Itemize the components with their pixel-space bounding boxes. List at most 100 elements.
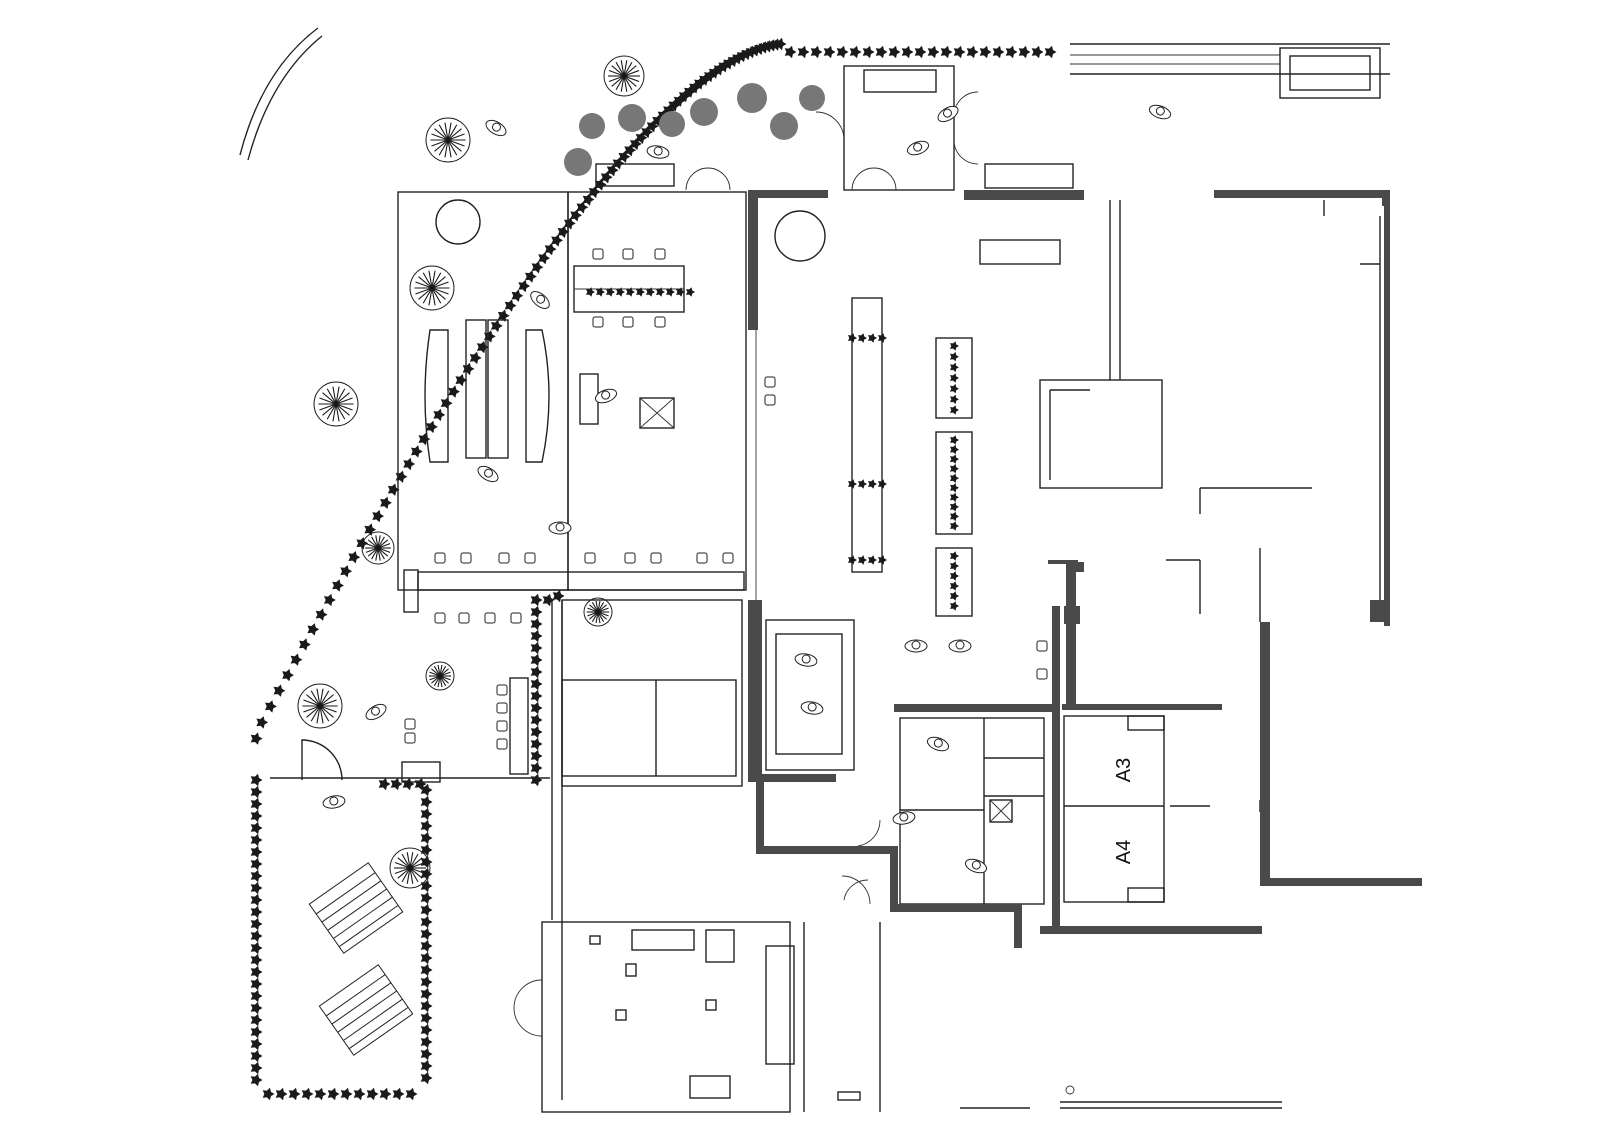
hedge-shrub-icon	[250, 833, 263, 847]
hedge-shrub-icon	[426, 420, 438, 434]
hedge-shrub-icon	[950, 502, 959, 512]
hedge-shrub-icon	[530, 629, 543, 643]
hedge-shrub-icon	[950, 373, 959, 383]
hedge-shrub-icon	[420, 1047, 433, 1061]
sun-loungers	[308, 862, 414, 1056]
hedge-shrub-icon	[616, 287, 625, 297]
hedge-row	[250, 37, 1057, 1101]
hedge-shrub-icon	[950, 394, 959, 405]
people-layer	[322, 104, 1172, 874]
hedge-shrub-icon	[686, 287, 695, 297]
hedge-shrub-icon	[630, 137, 642, 151]
chair-icon	[622, 316, 634, 328]
boulder-icon	[737, 83, 767, 113]
boulder-icon	[770, 112, 798, 140]
tree-icon	[313, 381, 359, 427]
hedge-shrub-icon	[250, 797, 263, 811]
chair-icon	[764, 376, 776, 388]
hedge-shrub-icon	[950, 383, 959, 394]
hedge-shrub-icon	[518, 279, 531, 293]
hedge-shrub-icon	[250, 1037, 263, 1051]
hedge-shrub-icon	[582, 193, 595, 206]
main-hall	[755, 196, 1061, 617]
bottom-room	[513, 875, 1282, 1113]
street-strip	[1070, 43, 1390, 99]
hedge-shrub-icon	[596, 287, 605, 297]
hedge-shrub-icon	[420, 987, 433, 1001]
hedge-shrub-icon	[848, 555, 857, 565]
hedge-shrub-icon	[250, 989, 263, 1003]
hedge-shrub-icon	[1031, 45, 1044, 59]
hedge-shrub-icon	[420, 819, 433, 833]
hedge-shrub-icon	[797, 45, 810, 59]
hedge-shrub-icon	[530, 737, 543, 751]
hedge-shrub-icon	[420, 1011, 433, 1025]
hedge-shrub-icon	[420, 975, 433, 989]
hedge-shrub-icon	[390, 777, 403, 791]
hedge-shrub-icon	[414, 777, 427, 791]
hedge-shrub-icon	[530, 605, 543, 619]
hedge-shrub-icon	[250, 893, 263, 907]
hedge-shrub-icon	[901, 45, 914, 59]
boulder-icon	[579, 113, 605, 139]
hedge-shrub-icon	[676, 287, 685, 297]
hedge-shrub-icon	[626, 287, 635, 297]
hedge-shrub-icon	[387, 483, 400, 496]
hedge-shrub-icon	[411, 445, 423, 458]
hedge-shrub-icon	[525, 270, 537, 283]
hedge-shrub-icon	[530, 677, 543, 691]
hedge-shrub-icon	[420, 903, 433, 917]
hedge-shrub-icon	[570, 209, 582, 222]
chair-icon	[404, 732, 416, 744]
chair-icon	[434, 612, 446, 624]
hedge-shrub-icon	[862, 45, 875, 59]
hedge-shrub-icon	[250, 785, 263, 799]
hedge-shrub-icon	[262, 1087, 275, 1101]
hedge-shrub-icon	[250, 1013, 263, 1027]
hedge-shrub-icon	[950, 591, 959, 601]
chair-icon	[584, 552, 596, 564]
hedge-shrub-icon	[810, 45, 823, 59]
hedge-shrub-icon	[366, 1087, 379, 1101]
hedge-shrub-icon	[992, 45, 1005, 59]
hedge-shrub-icon	[950, 473, 959, 483]
hedge-shrub-icon	[476, 340, 489, 354]
hedge-shrub-icon	[848, 333, 857, 343]
hedge-shrub-icon	[531, 261, 544, 274]
hedge-shrub-icon	[250, 1025, 263, 1039]
person-icon	[904, 639, 928, 653]
chair-icon	[496, 738, 508, 750]
hedge-shrub-icon	[420, 867, 433, 881]
planter-layer	[586, 287, 959, 611]
hedge-shrub-icon	[420, 879, 433, 893]
tree-icon	[389, 847, 431, 889]
hedge-shrub-icon	[250, 857, 263, 871]
hedge-shrub-icon	[878, 333, 887, 343]
hedge-shrub-icon	[858, 333, 867, 343]
hedge-shrub-icon	[420, 1035, 433, 1049]
hedge-shrub-icon	[392, 1087, 405, 1101]
person-icon	[594, 388, 618, 404]
person-icon	[892, 811, 916, 825]
chair-icon	[624, 552, 636, 564]
hedge-shrub-icon	[624, 144, 637, 157]
hedge-shrub-icon	[950, 351, 959, 362]
hedge-shrub-icon	[418, 432, 431, 446]
hedge-shrub-icon	[950, 511, 959, 522]
unit-a3-label: A3	[1113, 758, 1135, 782]
hedge-shrub-icon	[484, 330, 496, 343]
hedge-shrub-icon	[530, 641, 543, 655]
chair-icon	[650, 552, 662, 564]
hedge-shrub-icon	[868, 555, 877, 565]
boulder-icon	[659, 111, 685, 137]
hedge-shrub-icon	[848, 479, 857, 489]
hedge-shrub-icon	[250, 1073, 263, 1087]
hedge-shrub-icon	[1044, 45, 1057, 59]
hedge-shrub-icon	[950, 581, 959, 591]
shop-units	[1063, 715, 1261, 903]
chair-icon	[592, 316, 604, 328]
dining-terrace	[397, 191, 747, 613]
chair-icon	[524, 552, 536, 564]
hedge-shrub-icon	[250, 845, 263, 859]
